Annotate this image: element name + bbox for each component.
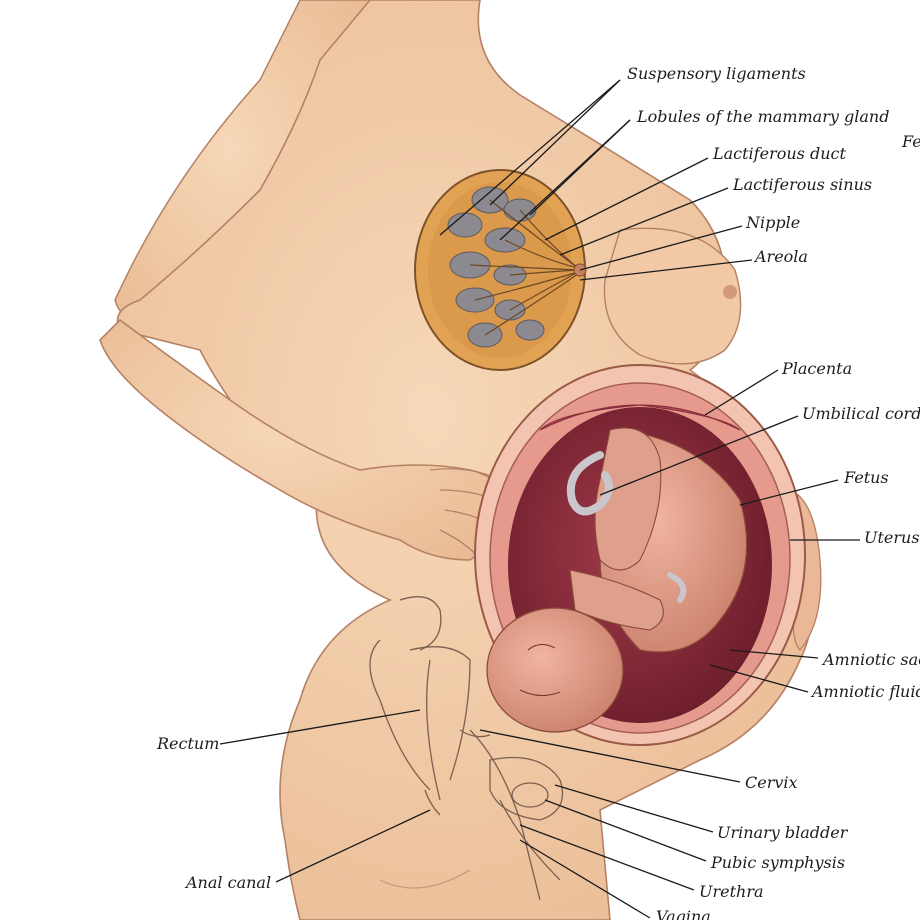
label-urinary-bladder: Urinary bladder (717, 823, 849, 842)
label-lactiferous-duct: Lactiferous duct (712, 144, 846, 163)
fetus-head (486, 607, 624, 733)
cervix (459, 729, 491, 738)
labels: Suspensory ligaments Lobules of the mamm… (156, 64, 920, 920)
label-rectum: Rectum (156, 734, 219, 753)
label-uterus: Uterus (864, 528, 920, 547)
label-amniotic-fluid: Amniotic fluid (810, 682, 920, 701)
label-urethra: Urethra (699, 882, 764, 901)
fetus (486, 427, 748, 733)
label-lactiferous-sinus: Lactiferous sinus (732, 175, 872, 194)
label-umbilical-cord: Umbilical cord (802, 404, 920, 423)
placenta (539, 404, 741, 431)
label-suspensory-ligaments: Suspensory ligaments (627, 64, 806, 83)
label-anal-canal: Anal canal (184, 873, 271, 892)
anal-canal (424, 789, 441, 816)
label-lobules: Lobules of the mammary gland (636, 107, 889, 126)
vagina (469, 729, 541, 901)
urethra (499, 799, 561, 881)
fetus-leg (594, 427, 662, 571)
umbilical-cord (566, 451, 613, 516)
uterus-section (474, 364, 806, 746)
label-areola: Areola (753, 247, 808, 266)
breast-section (414, 169, 587, 371)
fetus-arm (569, 569, 664, 631)
far-breast (603, 227, 742, 365)
pubic-symphysis (511, 782, 549, 808)
rectum (426, 659, 441, 801)
label-fetus: Fetus (843, 468, 889, 487)
label-placenta: Placenta (781, 359, 852, 378)
label-pubic-symphysis: Pubic symphysis (710, 853, 845, 872)
label-amniotic-sac: Amniotic sac (821, 650, 920, 669)
label-nipple: Nipple (745, 213, 800, 232)
label-cropped-edge: Fe (901, 132, 920, 151)
label-cervix: Cervix (745, 773, 798, 792)
leader-lines (219, 79, 860, 919)
label-vagina: Vagina (656, 907, 711, 920)
far-nipple (723, 285, 737, 299)
